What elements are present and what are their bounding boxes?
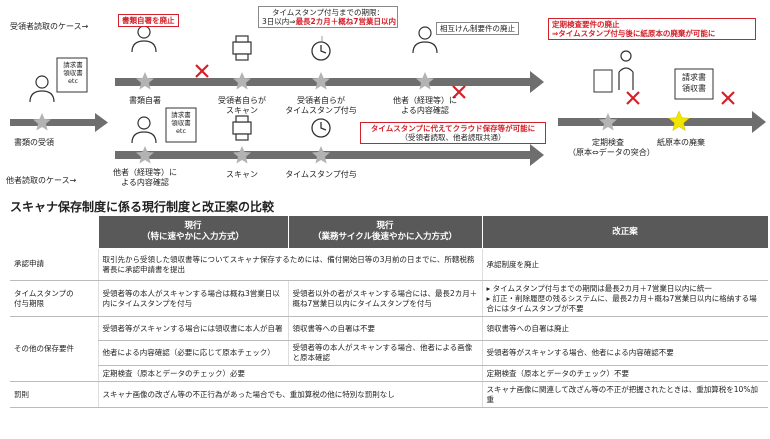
table-header-blank [10,215,98,249]
cell-penalty-proposal: スキャナ画像に関連して改ざん等の不正が把握されたときは、重加算税を10%加重 [481,381,768,408]
track-left [10,113,108,132]
track-upper [115,71,544,93]
timestamp-proposal-1: タイムスタンプ付与までの期間は最長2カ月＋7営業日以内に統一 [492,283,712,293]
callout-mutual: 相互けん制要件の廃止 [436,22,519,35]
confirm-lower-label: 他者（経理等）に よる内容確認 [113,168,177,187]
track-lower [115,144,544,166]
periodic-label: 定期検査 （原本⇔データの突合） [568,138,655,157]
section-heading: スキャナ保存制度に係る現行制度と改正案の比較 [10,200,275,214]
callout-cloud: タイムスタンプに代えてクラウド保存等が可能に （受領者読取、他者読取共通） [360,122,546,144]
star-confirm-lower [136,146,154,164]
doc-text-1: 請求書 領収書 etc [63,61,83,85]
list-item: ▸ 訂正・削除履歴の残るシステムに、最長2カ月＋概ね7営業日以内に格納する場合に… [486,293,757,313]
cell-other-a2: 領収書等への自署は不要 [287,316,482,341]
list-item: ▸ タイムスタンプ付与までの期間は最長2カ月＋7営業日以内に統一 [486,283,712,293]
lane-other-label: 他者読取のケース→ [6,176,77,185]
star-sign [136,72,154,90]
discard-label: 紙原本の廃棄 [657,138,705,147]
row-label-timestamp: タイムスタンプの 付与期限 [10,280,98,317]
star-timestamp [312,146,330,164]
cell-other-b3: 受領者等がスキャンする場合、他者による内容確認不要 [481,340,768,366]
cell-approval-current: 取引先から受領した領収書等についてスキャナ保存するためには、備付開始日等の3月前… [97,248,482,281]
cell-other-a1: 受領者等がスキャンする場合には領収書に本人が自署 [97,316,288,341]
doc-text-3: 請求書 領収書 [682,73,706,93]
row-label-other: その他の保存要件 [10,316,98,382]
cell-timestamp-cycle: 受領者以外の者がスキャンする場合には、最長2カ月＋概ね7営業日以内にタイムスタン… [287,280,482,317]
cell-penalty-current: スキャナ画像の改ざん等の不正行為があった場合でも、重加算税の他に特別な罰則なし [97,381,482,408]
star-confirm-other [416,72,434,90]
cell-timestamp-proposal: ▸ タイムスタンプ付与までの期間は最長2カ月＋7営業日以内に統一 ▸ 訂正・削除… [481,280,768,317]
track-right [558,111,766,133]
cell-other-a3: 領収書等への自署は廃止 [481,316,768,341]
cell-timestamp-fast: 受領者等の本人がスキャンする場合は概ね3営業日以内にタイムスタンプを付与 [97,280,288,317]
star-receive [33,113,51,131]
callout-periodic-line1: 定期検査要件の廃止 [552,20,620,29]
star-discard [668,110,690,131]
callout-cloud-line2: （受領者読取、他者読取共通） [400,133,506,142]
callout-cloud-line1: タイムスタンプに代えてクラウド保存等が可能に [370,124,536,133]
table-row: タイムスタンプの 付与期限 受領者等の本人がスキャンする場合は概ね3営業日以内に… [10,280,768,317]
scan-label: スキャン [226,170,258,179]
table-header-proposal: 改正案 [481,215,769,249]
star-scan-self [233,72,251,90]
callout-deadline: タイムスタンプ付与までの期限： 3日以内⇒最長2カ月＋概ね7営業日以内 [258,6,398,28]
timestamp-label: タイムスタンプ付与 [285,170,357,179]
callout-abolish-sign: 書類自署を廃止 [118,14,179,27]
table-row: 罰則 スキャナ画像の改ざん等の不正行為があった場合でも、重加算税の他に特別な罰則… [10,381,768,408]
callout-deadline-line2a: 3日以内⇒ [262,17,296,26]
table-row: 他者による内容確認（必要に応じて原本チェック） 受領者等の本人がスキャンする場合… [10,340,768,366]
cell-other-d3: 定期検査（原本とデータのチェック）不要 [481,365,768,382]
cell-other-b2: 受領者等の本人がスキャンする場合、他者による画像と原本確認 [287,340,482,366]
sign-label: 書類自署 [129,96,161,105]
table-header-current-fast: 現行 （特に速やかに入力方式） [97,215,289,249]
timestamp-self-label: 受領者自らが タイムスタンプ付与 [285,96,357,115]
document-icon [56,57,714,143]
star-timestamp-self [312,72,330,90]
table-header-current-cycle: 現行 （業務サイクル後速やかに入力方式） [287,215,483,249]
receive-label: 書類の受領 [14,138,54,147]
inspector-icon [618,50,634,90]
comparison-table: 現行 （特に速やかに入力方式） 現行 （業務サイクル後速やかに入力方式） 改正案… [10,215,769,408]
table-row: その他の保存要件 受領者等がスキャンする場合には領収書に本人が自署 領収書等への… [10,316,768,382]
star-scan [233,146,251,164]
doc-text-2: 請求書 領収書 etc [171,111,191,135]
table-row: 定期検査（原本とデータのチェック）必要 定期検査（原本とデータのチェック）不要 [10,365,768,382]
callout-periodic: 定期検査要件の廃止 ⇒タイムスタンプ付与後に紙原本の廃棄が可能に [548,18,756,40]
callout-deadline-line2b: 最長2カ月＋概ね7営業日以内 [295,17,396,26]
timestamp-proposal-2: 訂正・削除履歴の残るシステムに、最長2カ月＋概ね7営業日以内に格納する場合にはタ… [486,293,757,313]
cell-other-d1: 定期検査（原本とデータのチェック）必要 [97,365,482,382]
table-header-row: 現行 （特に速やかに入力方式） 現行 （業務サイクル後速やかに入力方式） 改正案 [10,215,769,249]
callout-periodic-line2: ⇒タイムスタンプ付与後に紙原本の廃棄が可能に [552,29,716,38]
confirm-other-label: 他者（経理等）に よる内容確認 [393,96,457,115]
row-label-penalty: 罰則 [10,381,98,408]
clock-icon [311,41,331,138]
cell-approval-proposal: 承認制度を廃止 [481,248,768,281]
table-row: 承認申請 取引先から受領した領収書等についてスキャナ保存するためには、備付開始日… [10,248,768,281]
star-periodic [599,113,617,131]
scanner-icon [232,35,252,141]
lane-receiver-label: 受領者読取のケース→ [10,22,89,31]
scan-self-label: 受領者自らが スキャン [218,96,266,115]
cross-icon [195,64,735,105]
cell-other-b1: 他者による内容確認（必要に応じて原本チェック） [97,340,288,366]
callout-deadline-line1: タイムスタンプ付与までの期限： [271,8,385,17]
row-label-approval: 承認申請 [10,248,98,281]
